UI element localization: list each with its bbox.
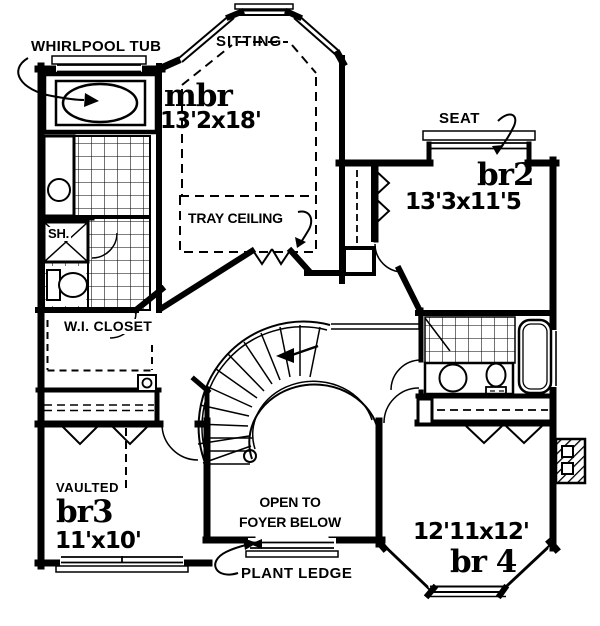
door-arc — [390, 359, 422, 391]
windows — [51, 3, 560, 598]
whirlpool-leader-arrow — [17, 57, 99, 107]
chimney — [554, 437, 587, 485]
wi-closet-shelving — [46, 320, 153, 372]
whirlpool-tub-label: WHIRLPOOL TUB — [31, 38, 162, 55]
br4-dims: 12'11x12' — [413, 519, 530, 545]
stair-treads — [196, 325, 321, 465]
seat-label: SEAT — [439, 110, 480, 127]
br3-dims: 11'x10' — [55, 528, 142, 554]
br2-dims: 13'3x11'5 — [405, 189, 522, 215]
mbr-name: mbr — [164, 78, 233, 114]
toilet-icon — [46, 266, 88, 306]
tray-ceiling-pointer — [295, 210, 313, 248]
br3-name: br3 — [56, 494, 114, 530]
vanity-sink-icon — [42, 134, 76, 218]
bath-tile-floor — [73, 135, 151, 217]
seat-leader-arrow — [492, 113, 517, 155]
br4-name: br 4 — [450, 544, 517, 580]
br2-name: br2 — [477, 157, 535, 193]
plant-ledge-leader-arrow — [214, 538, 257, 576]
whirlpool-tub — [41, 71, 160, 135]
mbr-closet — [342, 169, 404, 276]
open-foyer-label: OPEN TO FOYER BELOW — [230, 492, 350, 532]
vaulted-label: VAULTED — [56, 480, 119, 495]
br3-closet — [44, 404, 199, 461]
sitting-label: SITTING — [216, 33, 283, 50]
double-door-marks — [251, 248, 292, 266]
plant-ledge-window — [245, 538, 339, 558]
wi-closet-label: W.I. CLOSET — [62, 318, 155, 335]
foyer-below-line: FOYER BELOW — [238, 514, 342, 530]
hall-bathroom — [390, 316, 553, 396]
shower-label: SH. — [46, 226, 72, 242]
tray-ceiling-label: TRAY CEILING — [186, 210, 285, 227]
tray-ceiling-outline — [179, 195, 317, 253]
stair-direction-arrow — [276, 348, 294, 363]
br4-closet — [383, 387, 548, 445]
bathtub-icon — [517, 318, 553, 395]
mbr-dims: 13'2x18' — [160, 108, 262, 134]
sitting-alcove-outline — [181, 41, 317, 196]
master-bath — [41, 71, 160, 339]
staircase — [196, 313, 420, 471]
toilet-icon — [485, 362, 507, 396]
hall-fixture — [137, 374, 157, 392]
open-to-line: OPEN TO — [259, 494, 321, 510]
plant-ledge-label: PLANT LEDGE — [241, 565, 353, 582]
